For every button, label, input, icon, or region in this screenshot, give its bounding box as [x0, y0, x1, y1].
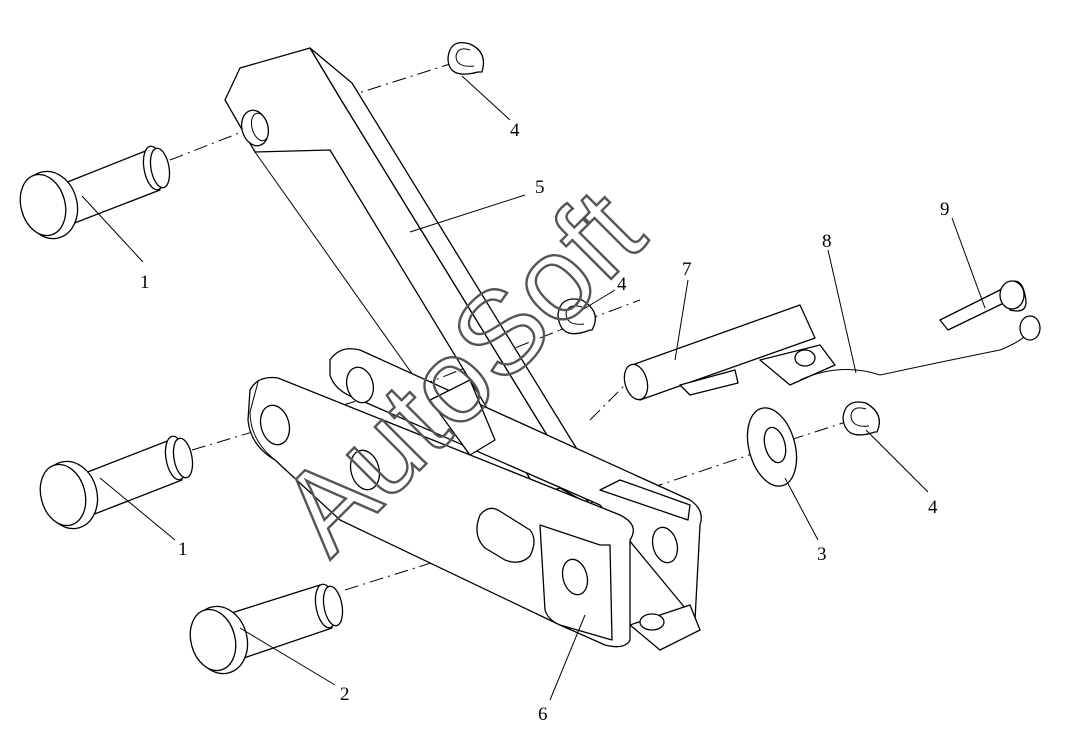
washer-part-3	[746, 407, 798, 487]
callout-5: 5	[535, 177, 545, 198]
callout-6: 6	[538, 704, 548, 725]
callout-numbers: 1 1 2 3 4 4 4 5 6 7 8 9	[140, 120, 950, 725]
callout-1-upper: 1	[140, 272, 150, 293]
retaining-ring-lower-part-4	[842, 401, 880, 436]
shaft-part-7	[623, 304, 836, 401]
callout-1-lower: 1	[178, 539, 188, 560]
callout-3: 3	[817, 544, 827, 565]
wire-part-8	[799, 329, 1031, 381]
bracket-plate-part-6	[247, 348, 702, 651]
retaining-ring-upper-part-4	[447, 41, 485, 75]
clevis-pin-lower-part-1	[39, 435, 194, 530]
callout-4-middle: 4	[617, 274, 627, 295]
callout-4-top: 4	[510, 120, 520, 141]
callout-8: 8	[822, 231, 832, 252]
clevis-pin-upper-part-1	[19, 145, 171, 240]
callout-7: 7	[682, 259, 692, 280]
leader-lines	[81, 75, 986, 701]
callout-2: 2	[340, 684, 350, 705]
spring-clip-part-9	[939, 280, 1041, 341]
callout-4-right: 4	[928, 497, 938, 518]
callout-9: 9	[940, 199, 950, 220]
pin-part-2	[189, 583, 344, 675]
